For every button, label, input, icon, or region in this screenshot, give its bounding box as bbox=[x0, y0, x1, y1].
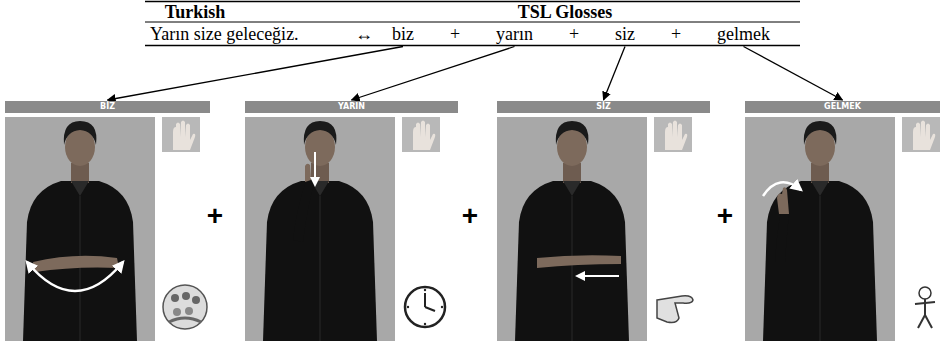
node-text: SİZ bbox=[499, 102, 708, 112]
sign-title-bar: SİZ bbox=[497, 101, 710, 113]
sign-plus: + bbox=[717, 201, 733, 231]
sign-gelmek-photo bbox=[745, 117, 940, 341]
sign-title-bar: YARIN bbox=[245, 101, 458, 113]
node-text: YARIN bbox=[247, 102, 456, 112]
column-header: TSL Glosses bbox=[518, 2, 613, 22]
node-text: siz bbox=[615, 24, 635, 45]
gloss-word: biz bbox=[390, 24, 416, 45]
gloss-connector bbox=[352, 47, 515, 101]
pointing-hand-icon bbox=[657, 296, 693, 323]
gloss-connector bbox=[604, 47, 626, 101]
clock-icon bbox=[405, 287, 445, 327]
gloss-word: yarın bbox=[494, 24, 535, 45]
turkish-sentence: Yarın size geleceğiz. bbox=[150, 24, 299, 45]
gloss-connector bbox=[744, 47, 843, 101]
sign-title-bar: GELMEK bbox=[745, 101, 940, 113]
node-text: biz bbox=[392, 24, 414, 45]
sign-plus: + bbox=[462, 201, 478, 231]
gloss-connector bbox=[108, 47, 404, 101]
sign-biz-photo bbox=[5, 117, 207, 341]
table-rules bbox=[145, 2, 800, 46]
stick-figure-icon bbox=[915, 287, 935, 328]
sign-yarin-photo bbox=[245, 117, 445, 341]
gloss-word: gelmek bbox=[715, 24, 772, 45]
gloss-plus: + bbox=[450, 24, 460, 45]
equivalence-arrow: ↔ bbox=[355, 24, 373, 45]
group-icon bbox=[163, 285, 207, 329]
gloss-plus: + bbox=[671, 24, 681, 45]
sign-plus: + bbox=[207, 201, 223, 231]
node-text: yarın bbox=[496, 24, 533, 45]
column-header: Turkish bbox=[165, 2, 225, 22]
node-text: GELMEK bbox=[747, 102, 938, 112]
gloss-word: siz bbox=[613, 24, 637, 45]
sign-title-bar: BİZ bbox=[5, 101, 210, 113]
node-text: gelmek bbox=[717, 24, 770, 45]
gloss-plus: + bbox=[569, 24, 579, 45]
sign-siz-photo bbox=[497, 117, 693, 341]
node-text: BİZ bbox=[7, 102, 208, 112]
